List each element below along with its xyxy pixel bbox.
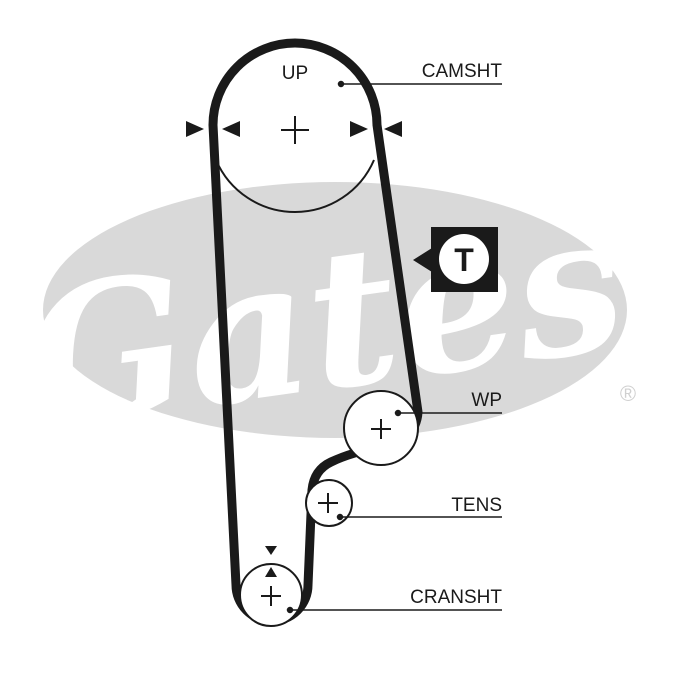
arrow-inner-right-icon bbox=[350, 121, 368, 137]
camshaft-pulley-arc bbox=[215, 159, 375, 214]
crankshaft-pulley bbox=[239, 546, 303, 627]
brand-mark-logo: Gates bbox=[11, 169, 637, 473]
camshaft-leader-dot bbox=[337, 80, 345, 88]
arrow-inner-left-icon bbox=[222, 121, 240, 137]
label-camshaft: CAMSHT bbox=[422, 61, 503, 82]
tensioner-symbol-letter: T bbox=[454, 242, 474, 278]
label-up: UP bbox=[282, 63, 308, 84]
label-water-pump: WP bbox=[471, 390, 502, 411]
tensioner-symbol: T bbox=[413, 227, 498, 292]
crankshaft-leader-dot bbox=[286, 606, 294, 614]
tensioner-leader-dot bbox=[336, 513, 344, 521]
camshaft-pulley bbox=[215, 116, 375, 214]
label-tensioner: TENS bbox=[451, 495, 502, 516]
tensioner-pulley bbox=[305, 479, 353, 527]
alignment-arrows bbox=[186, 121, 402, 137]
crank-timing-mark-up-icon bbox=[265, 567, 277, 577]
water-pump-pulley bbox=[343, 390, 419, 466]
label-crankshaft: CRANSHT bbox=[410, 587, 502, 608]
crank-timing-mark-down-icon bbox=[265, 546, 277, 555]
arrow-outer-right-icon bbox=[384, 121, 402, 137]
water-pump-leader-dot bbox=[394, 409, 402, 417]
registered-mark: ® bbox=[620, 381, 636, 406]
leader-lines bbox=[286, 80, 502, 614]
gates-watermark: Gates ® bbox=[11, 169, 637, 473]
tensioner-symbol-circle bbox=[439, 234, 489, 284]
arrow-outer-left-icon bbox=[186, 121, 204, 137]
tensioner-pointer-icon bbox=[413, 248, 432, 272]
